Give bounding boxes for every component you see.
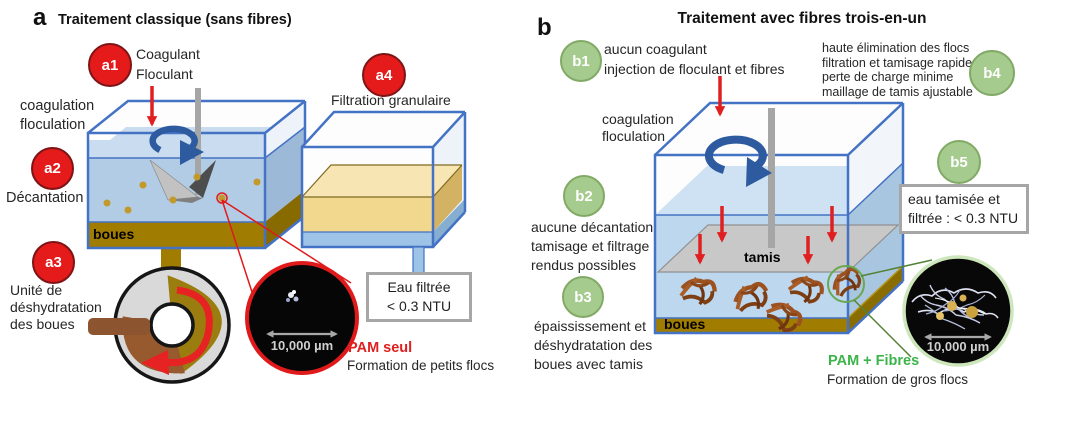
label-decantation: Décantation <box>6 190 84 206</box>
pam-fibres-label: PAM + Fibres <box>828 353 920 369</box>
label-no-coagulant: aucun coagulant injection de floculant e… <box>604 41 785 77</box>
granular-filter-box <box>300 110 467 276</box>
magnifier-cone-b <box>853 259 933 358</box>
floc-highlight-circle <box>827 265 865 303</box>
panel-a-title: Traitement classique (sans fibres) <box>58 12 292 28</box>
badge-a3: a3 <box>32 241 75 284</box>
label-granular-filtration: Filtration granulaire <box>331 92 451 108</box>
badge-a4-label: a4 <box>375 66 393 84</box>
dewatered-sludge-pipe <box>88 318 150 335</box>
badge-b4-label: b4 <box>983 64 1001 82</box>
badge-b5-label: b5 <box>950 153 968 171</box>
badge-a1-label: a1 <box>101 56 119 74</box>
panel-a-letter: a <box>33 4 47 31</box>
label-no-decantation: aucune décantation tamisage et filtrage … <box>531 219 654 273</box>
sieve-flow-arrows <box>694 206 838 265</box>
mixer-shaft-a <box>195 88 201 195</box>
scale-label-a: 10,000 µm <box>270 338 334 353</box>
centrifuge-icon <box>88 266 231 384</box>
label-tamis: tamis <box>744 249 781 265</box>
swirl-arrow-a-icon <box>149 125 204 165</box>
label-coagulation-a: coagulation floculation <box>20 98 95 133</box>
label-boues-b: boues <box>664 316 706 332</box>
small-floc-image <box>286 290 299 302</box>
large-floc-image <box>911 284 999 330</box>
sieved-water-box-b: eau tamisée et filtrée : < 0.3 NTU <box>899 184 1029 234</box>
mixer-shaft-b <box>768 108 775 248</box>
badge-b5: b5 <box>937 140 981 184</box>
badge-b4: b4 <box>969 50 1015 96</box>
panel-b-diagram <box>653 76 1014 367</box>
small-floc-dots <box>103 173 261 214</box>
badge-a4: a4 <box>362 53 406 97</box>
panel-a-diagram <box>86 86 467 384</box>
badge-b3-label: b3 <box>574 288 592 306</box>
panel-b-title: Traitement avec fibres trois-en-un <box>677 10 927 27</box>
badge-b1: b1 <box>560 40 602 82</box>
floc-photo-b <box>902 255 1014 367</box>
label-b4-benefits: haute élimination des flocs filtration e… <box>822 41 979 99</box>
floc-photo-a <box>245 261 359 375</box>
label-boues-a: boues <box>93 226 135 242</box>
badge-b3: b3 <box>562 276 604 318</box>
small-floc-caption: Formation de petits flocs <box>347 358 495 373</box>
badge-a2: a2 <box>31 147 74 190</box>
badge-a3-label: a3 <box>45 254 62 271</box>
badge-a2-label: a2 <box>44 160 61 177</box>
large-floc-caption: Formation de gros flocs <box>827 372 969 387</box>
badge-b2-label: b2 <box>575 187 593 205</box>
panel-b-letter: b <box>537 14 552 41</box>
badge-b1-label: b1 <box>572 52 590 70</box>
label-coagulant-floculant: Coagulant Floculant <box>136 46 200 82</box>
swirl-arrow-b-icon <box>704 135 772 187</box>
badge-a1: a1 <box>88 43 132 87</box>
pam-seul-label: PAM seul <box>348 340 413 356</box>
scale-label-b: 10,000 µm <box>926 339 990 354</box>
filtered-water-box-a: Eau filtrée < 0.3 NTU <box>366 272 472 322</box>
impeller-icon <box>149 159 216 203</box>
label-coagulation-b: coagulation floculation <box>602 111 674 144</box>
label-thickening: épaississement et déshydratation des bou… <box>534 318 653 372</box>
label-dewatering-unit: Unité de déshydratation des boues <box>10 282 102 332</box>
badge-b2: b2 <box>563 175 605 217</box>
filter-outlet-pipe <box>412 246 425 276</box>
